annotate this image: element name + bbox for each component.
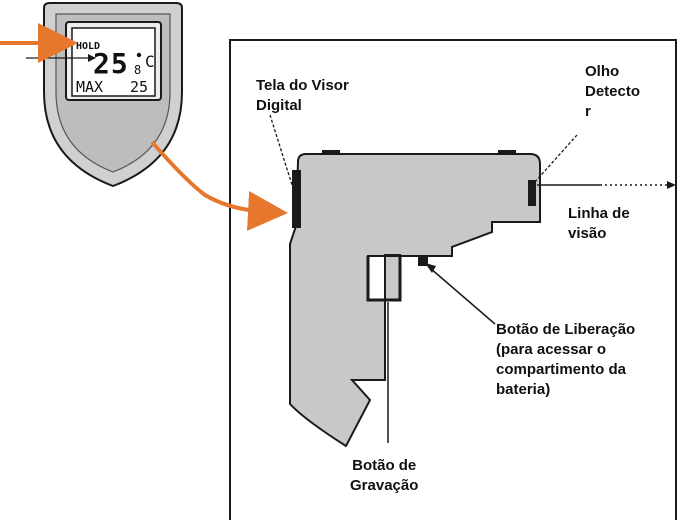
- lcd-max-value: 25: [130, 78, 148, 96]
- lcd-pointer-arrowhead: [88, 54, 96, 62]
- label-line-of-sight: Linha de visão: [568, 204, 630, 244]
- frame-border: [229, 39, 677, 520]
- line-of-sight-indicator: [537, 181, 676, 189]
- lcd-hold-label: HOLD: [76, 41, 100, 52]
- thermometer-gun: [289, 150, 541, 448]
- display-closeup: HOLD 25 8 C MAX 25: [26, 2, 183, 188]
- label-release-button: Botão de Liberação (para acessar o compa…: [496, 320, 635, 400]
- gun-detector-eye: [528, 180, 536, 206]
- leader-display-screen: [269, 114, 294, 189]
- leader-release-button: [429, 267, 496, 325]
- label-detector-eye-line-3: r: [585, 103, 591, 120]
- orange-arrow-curve: [150, 140, 288, 231]
- label-display-screen: Tela do Visor Digital: [256, 76, 349, 116]
- label-line-of-sight-line-2: visão: [568, 225, 607, 242]
- label-display-screen-line-1: Tela do Visor: [256, 77, 349, 94]
- line-of-sight-arrowhead: [667, 181, 676, 189]
- leader-release-arrowhead: [425, 263, 436, 273]
- lcd-unit: C: [145, 52, 155, 71]
- lcd-reading: 25: [93, 47, 129, 80]
- gun-body: [289, 153, 541, 448]
- label-release-button-line-4: bateria): [496, 381, 551, 398]
- label-line-of-sight-line-1: Linha de: [568, 205, 630, 222]
- leader-lines: [269, 114, 578, 443]
- label-detector-eye-line-2: Detecto: [585, 83, 641, 100]
- label-release-button-line-2: (para acessar o: [496, 341, 607, 358]
- accent-arrows: [0, 23, 288, 231]
- label-record-button-line-1: Botão de: [352, 457, 417, 474]
- lcd-decimal-digit: 8: [134, 63, 141, 77]
- record-button-trigger: [366, 256, 402, 302]
- gun-release-button: [418, 256, 428, 266]
- label-release-button-line-3: compartimento da: [496, 361, 627, 378]
- label-display-screen-line-2: Digital: [256, 97, 302, 114]
- lcd-max-label: MAX: [76, 78, 103, 96]
- gun-top-bump-right: [498, 150, 516, 155]
- leader-detector-eye: [533, 134, 578, 184]
- label-detector-eye-line-1: Olho: [585, 63, 620, 80]
- label-detector-eye: Olho Detecto r: [585, 62, 640, 122]
- gun-top-bump-left: [322, 150, 340, 155]
- lcd-decimal-dot: [136, 52, 142, 58]
- label-record-button-line-2: Gravação: [350, 477, 419, 494]
- label-record-button: Botão de Gravação: [350, 456, 418, 496]
- label-release-button-line-1: Botão de Liberação: [496, 321, 636, 338]
- gun-display-screen: [292, 170, 301, 228]
